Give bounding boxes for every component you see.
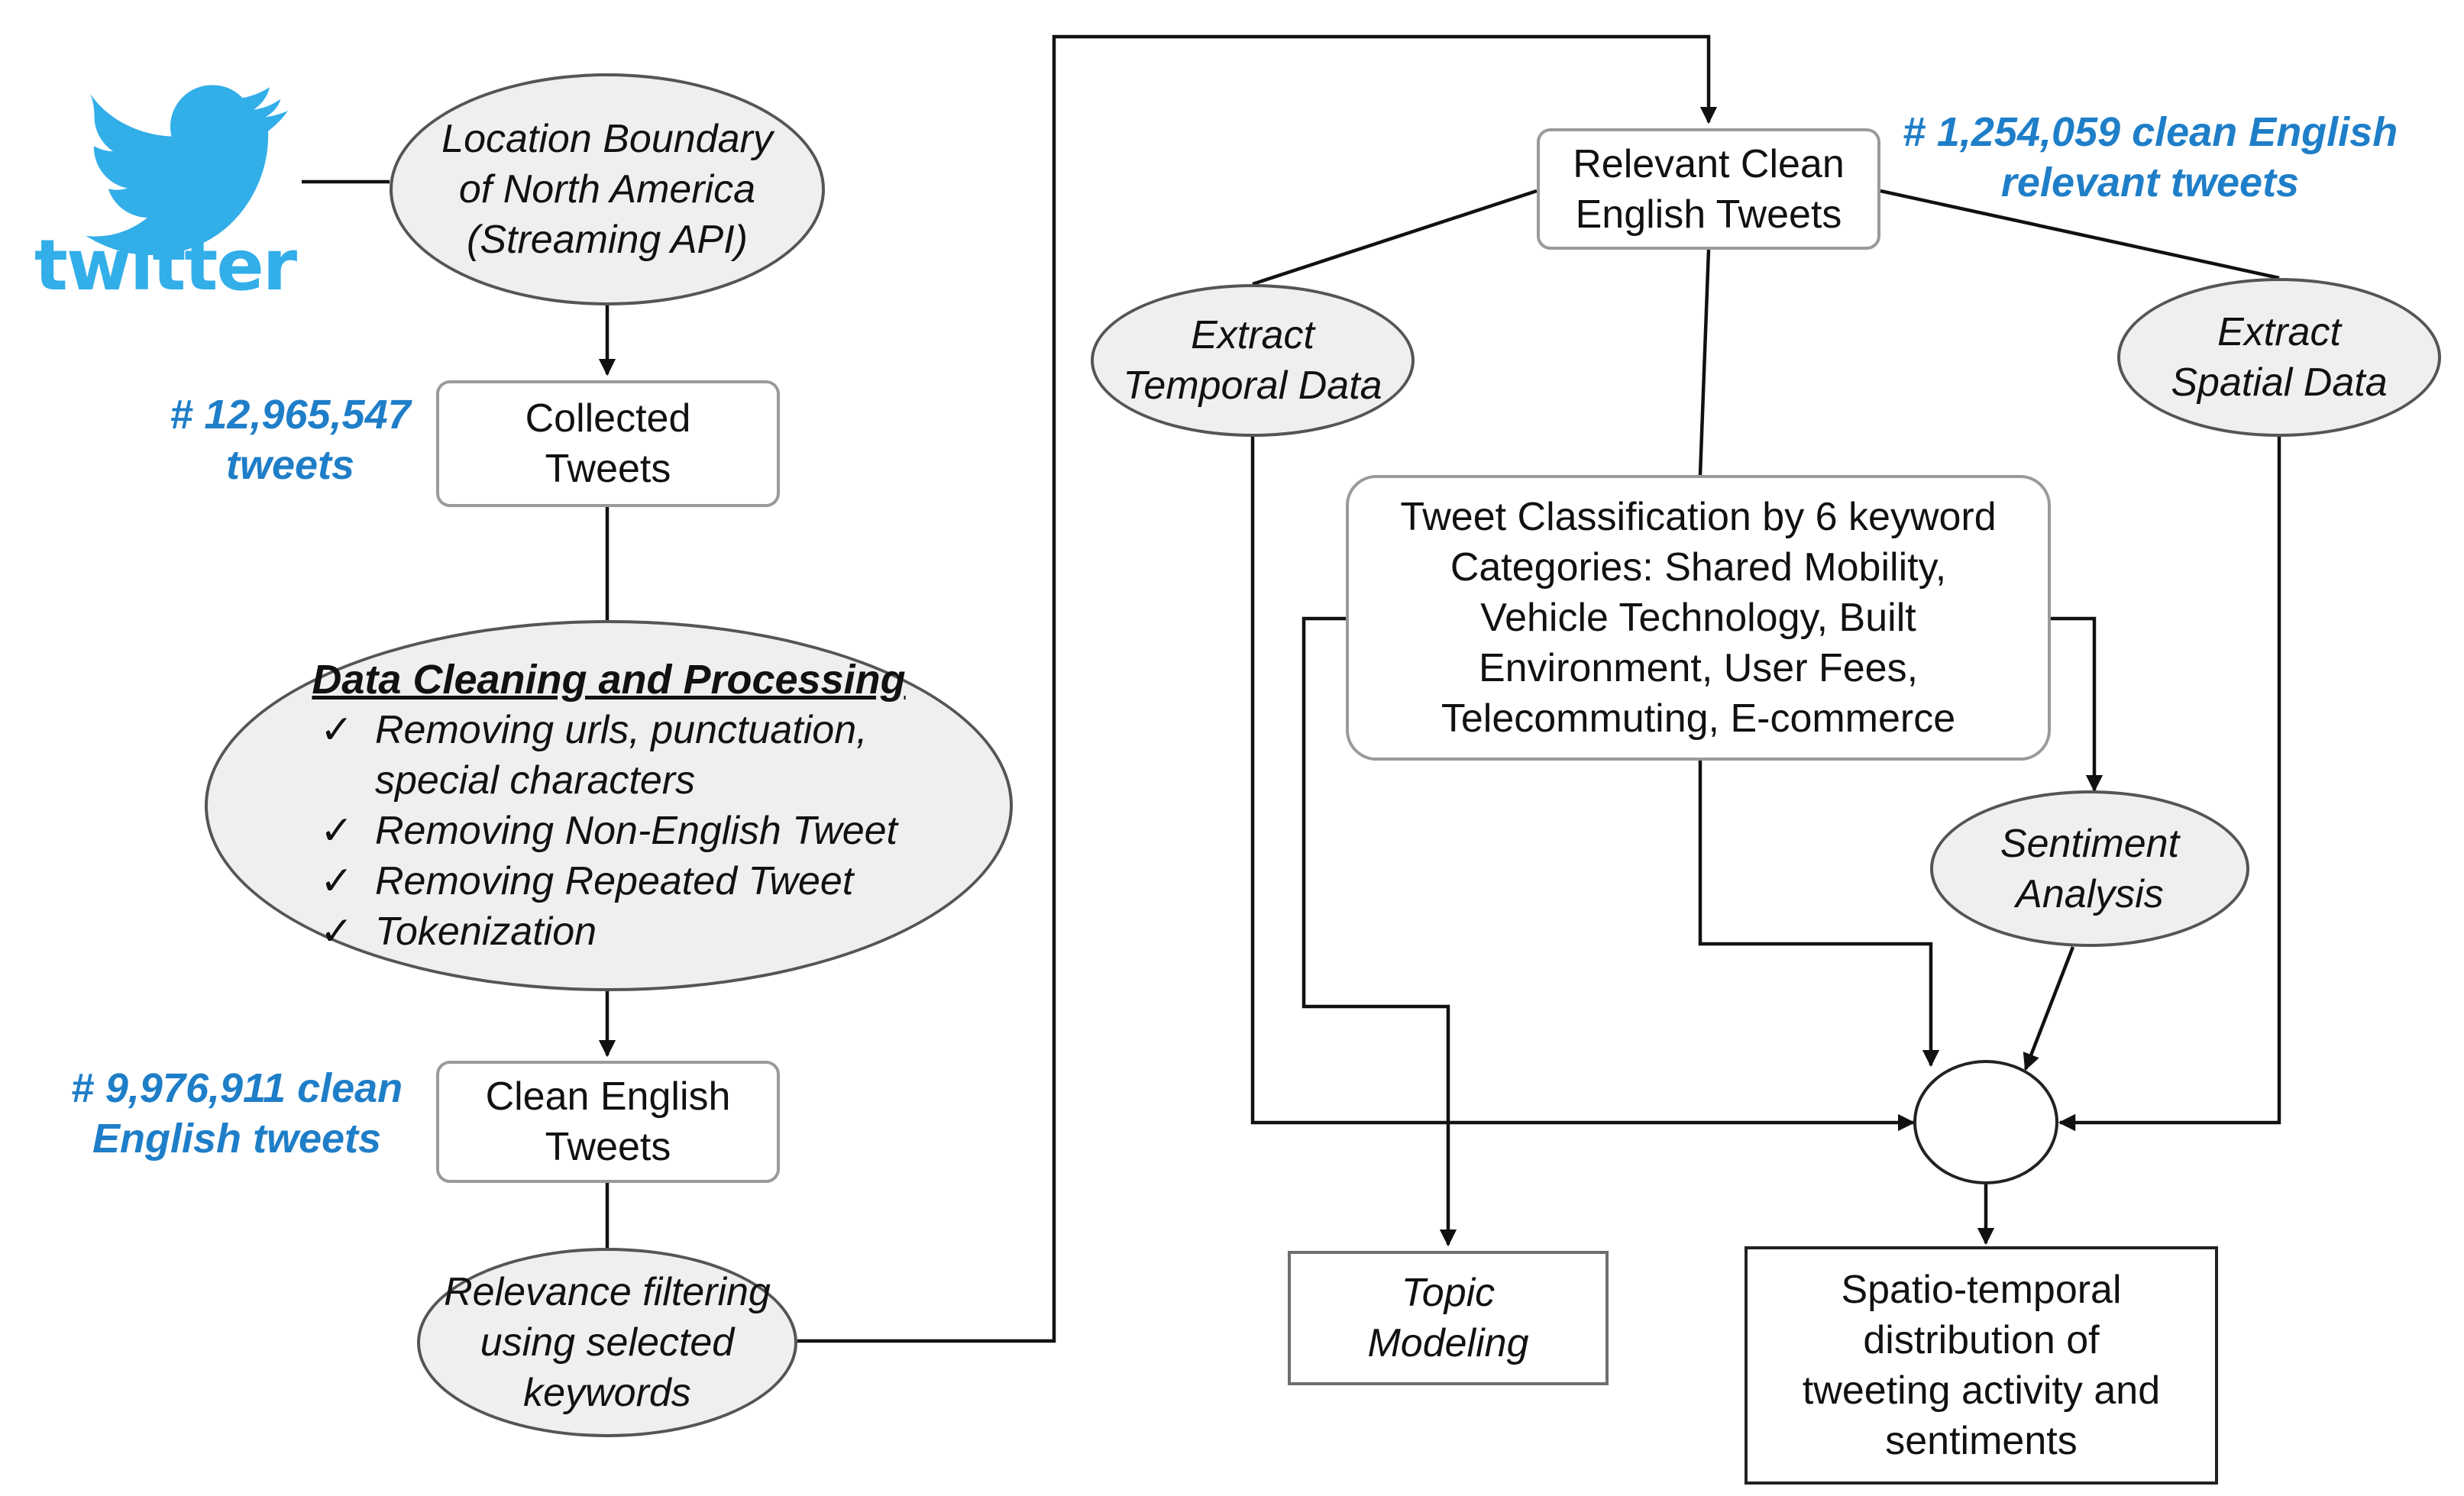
relevance-line-1: Relevance filtering — [444, 1270, 771, 1314]
relevance-filtering-node: Relevance filtering using selected keywo… — [417, 1248, 797, 1437]
tweet-classification-node: Tweet Classification by 6 keyword Catego… — [1346, 475, 2051, 761]
collected-line-1: Collected — [525, 396, 691, 441]
relevant-clean-line-2: English Tweets — [1575, 192, 1842, 237]
temporal-line-1: Extract — [1191, 313, 1314, 357]
spatio-line-4: sentiments — [1885, 1419, 2078, 1463]
data-cleaning-steps: ✓ Removing urls, punctuation, special ch… — [320, 705, 897, 957]
sentiment-to-combine-arrow — [2023, 946, 2075, 1071]
spatio-temporal-node: Spatio-temporal distribution of tweeting… — [1745, 1246, 2218, 1485]
cleaning-step-text: Removing Repeated Tweet — [375, 859, 854, 903]
classification-line-5: Telecommuting, E-commerce — [1441, 696, 1956, 741]
spatial-to-combine-arrow — [2058, 437, 2281, 1132]
location-line-2: of North America — [458, 167, 756, 212]
relevant-to-temporal-line — [1252, 189, 1538, 286]
cleaning-step-text: Tokenization — [375, 910, 597, 954]
collected-count-line-2: tweets — [225, 442, 355, 488]
clean-english-line-1: Clean English — [485, 1074, 731, 1119]
relevance-line-2: using selected — [480, 1320, 735, 1365]
classification-to-topic-arrow — [1302, 616, 1457, 1247]
location-line-1: Location Boundary — [441, 117, 773, 161]
cleaning-step: ✓ Removing urls, punctuation, special ch… — [320, 705, 897, 806]
relevant-to-classification-line — [1698, 249, 1711, 476]
spatial-line-1: Extract — [2217, 310, 2341, 354]
cleaning-step-text: Removing Non-English Tweet — [375, 809, 897, 853]
relevant-count-label: # 1,254,059 clean English relevant tweet… — [1887, 107, 2414, 208]
topic-line-1: Topic — [1401, 1271, 1496, 1315]
topic-line-2: Modeling — [1367, 1321, 1529, 1365]
extract-temporal-node: Extract Temporal Data — [1091, 284, 1415, 437]
temporal-to-combine-arrow — [1250, 437, 1916, 1132]
twitter-wordmark: twitter — [34, 225, 297, 306]
relevant-clean-line-1: Relevant Clean — [1573, 141, 1845, 186]
relevance-to-relevant-clean-arrow — [797, 34, 1718, 1343]
sentiment-line-1: Sentiment — [2000, 821, 2180, 866]
check-icon: ✓ — [320, 910, 354, 954]
clean-count-line-1: # 9,976,911 clean — [70, 1065, 403, 1111]
cleaning-step: ✓ Removing Repeated Tweet — [320, 856, 897, 906]
cleaning-step-text: Removing urls, punctuation, — [375, 708, 868, 752]
extract-spatial-node: Extract Spatial Data — [2117, 278, 2441, 437]
spatial-line-2: Spatial Data — [2171, 360, 2388, 405]
classification-line-1: Tweet Classification by 6 keyword — [1400, 495, 1997, 539]
spatio-line-1: Spatio-temporal — [1841, 1268, 2122, 1312]
classification-line-3: Vehicle Technology, Built — [1480, 596, 1916, 640]
relevant-count-line-1: # 1,254,059 clean English — [1902, 109, 2398, 155]
check-icon: ✓ — [320, 809, 354, 853]
check-icon: ✓ — [320, 859, 354, 903]
relevant-count-line-2: relevant tweets — [2000, 160, 2300, 205]
topic-modeling-node: Topic Modeling — [1288, 1251, 1609, 1385]
classification-to-combine-arrow — [1698, 761, 1940, 1068]
sentiment-line-2: Analysis — [2016, 871, 2164, 916]
twitter-bird-icon — [86, 85, 289, 256]
data-cleaning-node: Data Cleaning and Processing ✓ Removing … — [205, 620, 1013, 991]
temporal-line-2: Temporal Data — [1123, 363, 1382, 408]
collected-count-line-1: # 12,965,547 — [170, 392, 411, 438]
clean-english-tweets-node: Clean English Tweets — [436, 1061, 780, 1183]
sentiment-analysis-node: Sentiment Analysis — [1930, 790, 2249, 947]
relevance-line-3: keywords — [523, 1371, 691, 1415]
relevant-to-spatial-line — [1880, 189, 2280, 280]
location-boundary-node: Location Boundary of North America (Stre… — [390, 73, 825, 305]
clean-english-line-2: Tweets — [545, 1125, 671, 1169]
data-cleaning-title: Data Cleaning and Processing — [312, 657, 906, 703]
clean-count-label: # 9,976,911 clean English tweets — [31, 1063, 443, 1164]
cleaning-step-text: special characters — [375, 758, 696, 803]
relevant-clean-tweets-node: Relevant Clean English Tweets — [1537, 128, 1880, 250]
classification-line-2: Categories: Shared Mobility, — [1450, 545, 1947, 590]
spatio-line-3: tweeting activity and — [1802, 1368, 2161, 1413]
classification-to-sentiment-arrow — [2051, 616, 2103, 793]
collected-line-2: Tweets — [545, 447, 671, 491]
spatio-line-2: distribution of — [1863, 1318, 2100, 1362]
cleaning-step: ✓ Removing Non-English Tweet — [320, 806, 897, 856]
cleaning-step: ✓ Tokenization — [320, 906, 897, 957]
classification-line-4: Environment, User Fees, — [1478, 646, 1919, 690]
combine-node — [1913, 1060, 2058, 1184]
clean-count-line-2: English tweets — [92, 1116, 382, 1162]
location-line-3: (Streaming API) — [467, 218, 748, 262]
check-icon: ✓ — [320, 708, 354, 752]
collected-count-label: # 12,965,547 tweets — [137, 389, 443, 490]
collected-tweets-node: Collected Tweets — [436, 380, 780, 507]
